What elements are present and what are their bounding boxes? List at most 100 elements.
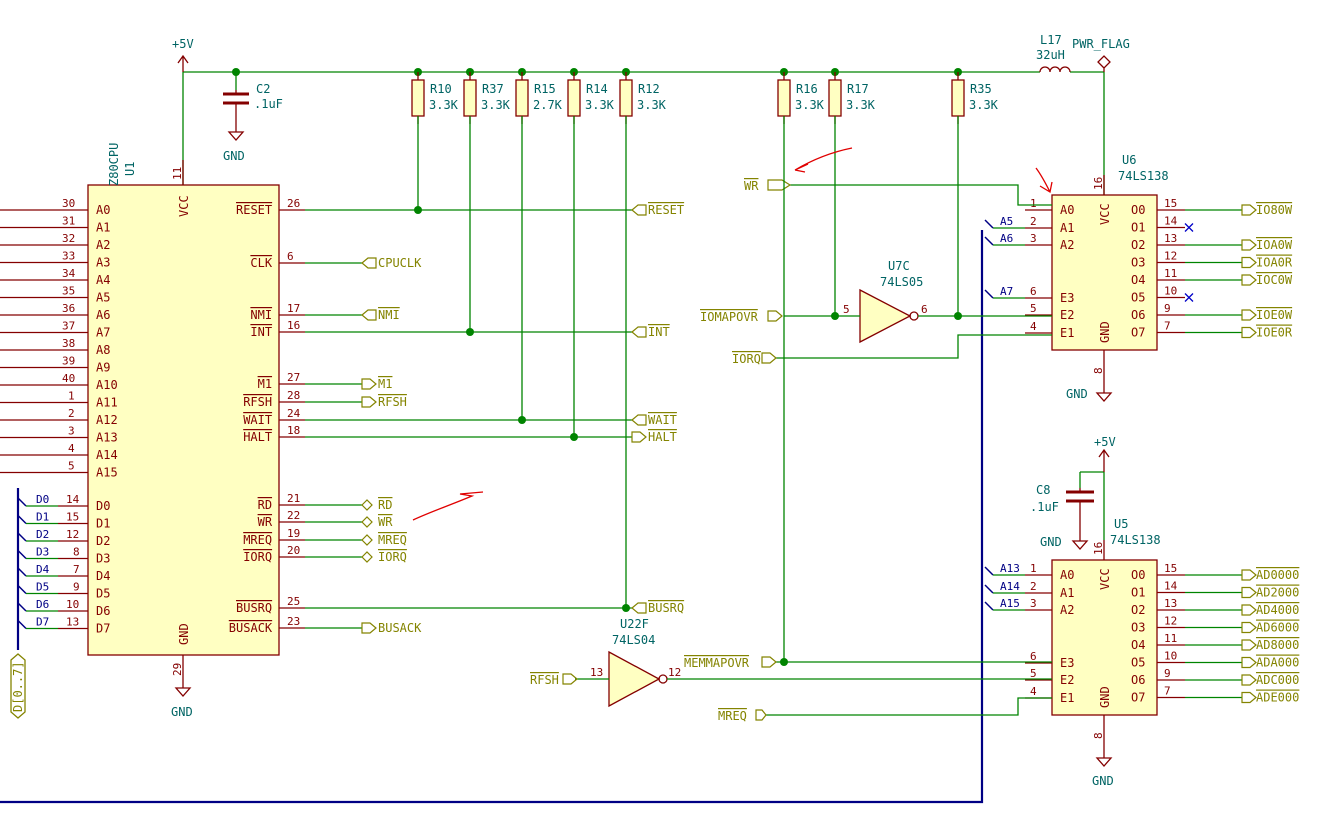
cpu-addr-pin-name: A2 bbox=[96, 238, 110, 252]
resistor-ref: R14 bbox=[586, 82, 608, 96]
cpu-data-pin-num: 8 bbox=[73, 546, 80, 559]
cpu-ctrl-pin-num: 18 bbox=[287, 424, 300, 437]
resistor-value: 2.7K bbox=[533, 98, 563, 112]
vcc-label-top: +5V bbox=[172, 37, 194, 51]
u7c-body[interactable] bbox=[859, 288, 912, 344]
c8-gnd-label: GND bbox=[1040, 535, 1062, 549]
data-bus-label: D[0..7] bbox=[11, 661, 25, 712]
decoder-out-net: IOE0W bbox=[1256, 308, 1293, 322]
u6-body[interactable] bbox=[1051, 194, 1158, 351]
cpu-addr-pin-num: 5 bbox=[68, 460, 75, 473]
cpu-addr-pin-name: A10 bbox=[96, 378, 118, 392]
resistor-ref: R35 bbox=[970, 82, 992, 96]
resistor-value: 3.3K bbox=[846, 98, 876, 112]
u5-ref: U5 bbox=[1114, 517, 1128, 531]
cpu-addr-pin-num: 33 bbox=[62, 250, 75, 263]
cpu-ctrl-pin-num: 20 bbox=[287, 544, 300, 557]
resistor-body[interactable] bbox=[619, 79, 633, 117]
decoder-out-pin-num: 9 bbox=[1164, 667, 1171, 680]
cpu-ctrl-pin-name: CLK bbox=[250, 256, 272, 270]
resistor-body[interactable] bbox=[567, 79, 581, 117]
cpu-addr-pin-num: 32 bbox=[62, 232, 75, 245]
cpu-ctrl-pin-name: BUSRQ bbox=[236, 601, 272, 615]
cpu-addr-pin-name: A1 bbox=[96, 221, 110, 235]
cpu-ctrl-net-label: NMI bbox=[378, 308, 400, 322]
cpu-ctrl-pin-num: 26 bbox=[287, 197, 300, 210]
cpu-body[interactable] bbox=[87, 184, 280, 656]
resistor-body[interactable] bbox=[828, 79, 842, 117]
cpu-data-pin-num: 10 bbox=[66, 598, 79, 611]
decoder-out-pin-num: 11 bbox=[1164, 632, 1177, 645]
cpu-ref: U1 bbox=[123, 162, 137, 176]
decoder-bus-entry: A6 bbox=[1000, 232, 1013, 245]
resistor-value: 3.3K bbox=[637, 98, 667, 112]
u22f-out-pin: 12 bbox=[668, 666, 681, 679]
resistor-ref: R37 bbox=[482, 82, 504, 96]
decoder-in-pin-num: 5 bbox=[1030, 667, 1037, 680]
data-bus-entry: D1 bbox=[36, 511, 49, 524]
cpu-ctrl-pin-num: 28 bbox=[287, 389, 300, 402]
decoder-out-pin-name: O1 bbox=[1131, 221, 1145, 235]
decoder-in-pin-name: E3 bbox=[1060, 291, 1074, 305]
decoder-out-pin-name: O1 bbox=[1131, 586, 1145, 600]
decoder-out-pin-num: 11 bbox=[1164, 267, 1177, 280]
decoder-out-net: AD2000 bbox=[1256, 586, 1299, 600]
u6-value: 74LS138 bbox=[1118, 169, 1169, 183]
decoder-in-pin-name: A0 bbox=[1060, 568, 1074, 582]
cpu-ctrl-pin-num: 6 bbox=[287, 250, 294, 263]
resistor-body[interactable] bbox=[515, 79, 529, 117]
cpu-ctrl-pin-num: 24 bbox=[287, 407, 301, 420]
cpu-addr-pin-name: A13 bbox=[96, 431, 118, 445]
decoder-out-pin-name: O7 bbox=[1131, 691, 1145, 705]
resistor-ref: R10 bbox=[430, 82, 452, 96]
u5-value: 74LS138 bbox=[1110, 533, 1161, 547]
pwr-flag-label: PWR_FLAG bbox=[1072, 37, 1130, 51]
resistor-value: 3.3K bbox=[481, 98, 511, 112]
u22f-ref: U22F bbox=[620, 617, 649, 631]
cpu-addr-pin-num: 35 bbox=[62, 285, 75, 298]
resistor-body[interactable] bbox=[411, 79, 425, 117]
resistor-body[interactable] bbox=[463, 79, 477, 117]
cpu-data-pin-name: D2 bbox=[96, 534, 110, 548]
u6-ref: U6 bbox=[1122, 153, 1136, 167]
u7c-value: 74LS05 bbox=[880, 275, 923, 289]
c2-gnd-label: GND bbox=[223, 149, 245, 163]
cpu-data-pin-num: 15 bbox=[66, 511, 79, 524]
cpu-ctrl-net-label: WAIT bbox=[648, 413, 677, 427]
u22f-in-pin: 13 bbox=[590, 666, 603, 679]
decoder-out-pin-num: 14 bbox=[1164, 580, 1178, 593]
cpu-ctrl-pin-name: M1 bbox=[258, 377, 272, 391]
cpu-vcc-pin-num: 11 bbox=[171, 167, 184, 180]
decoder-in-pin-num: 2 bbox=[1030, 215, 1037, 228]
u6-vcc-name: VCC bbox=[1098, 203, 1112, 225]
label-iorq: IORQ bbox=[732, 352, 761, 366]
decoder-out-net: IOA0W bbox=[1256, 238, 1293, 252]
u22f-body[interactable] bbox=[608, 650, 661, 708]
decoder-out-pin-name: O3 bbox=[1131, 256, 1145, 270]
data-bus-entry: D7 bbox=[36, 616, 49, 629]
cpu-ctrl-pin-num: 25 bbox=[287, 595, 300, 608]
decoder-out-pin-name: O2 bbox=[1131, 603, 1145, 617]
decoder-out-pin-num: 12 bbox=[1164, 615, 1177, 628]
u6-gnd-pin: 8 bbox=[1092, 367, 1105, 374]
data-bus-entry: D4 bbox=[36, 563, 50, 576]
cpu-data-pin-num: 12 bbox=[66, 528, 79, 541]
cpu-addr-pin-num: 30 bbox=[62, 197, 75, 210]
decoder-out-net: IOC0W bbox=[1256, 273, 1293, 287]
cpu-ctrl-pin-name: INT bbox=[250, 325, 272, 339]
u5-gnd-label: GND bbox=[1092, 774, 1114, 788]
resistor-body[interactable] bbox=[951, 79, 965, 117]
cpu-data-pin-name: D6 bbox=[96, 604, 110, 618]
u5-body[interactable] bbox=[1051, 559, 1158, 716]
resistor-body[interactable] bbox=[777, 79, 791, 117]
decoder-out-pin-num: 15 bbox=[1164, 197, 1177, 210]
u6-gnd-label: GND bbox=[1066, 387, 1088, 401]
decoder-out-net: AD6000 bbox=[1256, 621, 1299, 635]
decoder-out-pin-num: 7 bbox=[1164, 320, 1171, 333]
decoder-u6: U6 74LS138 16 VCC GND 8 GND bbox=[1051, 153, 1169, 402]
label-iomapovr: IOMAPOVR bbox=[700, 310, 759, 324]
cpu-addr-pin-name: A15 bbox=[96, 466, 118, 480]
cpu-addr-pin-num: 39 bbox=[62, 355, 75, 368]
